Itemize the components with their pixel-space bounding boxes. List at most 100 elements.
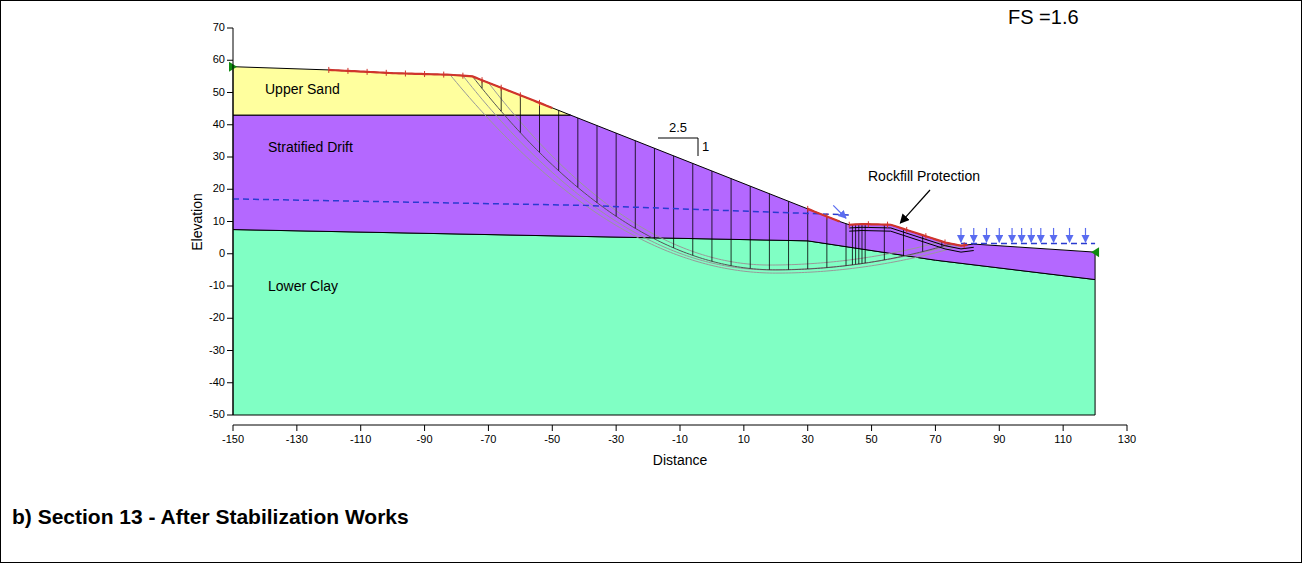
- slice-line: [846, 224, 847, 266]
- axis-tick-label: 30: [213, 150, 225, 163]
- x-tick: [360, 425, 361, 431]
- x-tick: [616, 425, 617, 431]
- rockfill-layer: [849, 231, 974, 253]
- layer-name: Lower Clay: [268, 278, 338, 294]
- axis-tick-label: 20: [213, 182, 225, 195]
- water-pressure-arrow: [999, 228, 1000, 242]
- y-tick: [227, 60, 233, 61]
- slice-line: [635, 141, 636, 229]
- surface-marker: [539, 100, 540, 106]
- y-tick: [227, 382, 233, 383]
- axis-tick-label: 0: [219, 247, 225, 260]
- water-pressure-arrow: [1069, 228, 1070, 242]
- y-tick: [227, 124, 233, 125]
- axis-tick-label: 50: [213, 86, 225, 99]
- surface-marker: [424, 71, 425, 77]
- water-pressure-arrow: [1085, 228, 1086, 242]
- slice-line: [884, 225, 885, 260]
- axis-tick-label: 10: [738, 433, 750, 446]
- slice-line: [750, 186, 751, 268]
- slice-line: [861, 224, 862, 263]
- slice-line: [577, 118, 578, 187]
- layer-name: Upper Sand: [265, 81, 340, 97]
- y-tick: [227, 286, 233, 287]
- slice-line: [673, 156, 674, 248]
- y-tick: [227, 189, 233, 190]
- axis-tick-label: 60: [213, 53, 225, 66]
- figure-caption: b) Section 13 - After Stabilization Work…: [12, 505, 409, 529]
- axis-tick-label: 70: [929, 433, 941, 446]
- axis-tick-label: 130: [1118, 433, 1136, 446]
- surface-marker: [328, 67, 329, 73]
- surface-marker: [443, 72, 444, 78]
- slope-ratio: 1: [702, 140, 709, 155]
- x-tick: [680, 425, 681, 431]
- axis-tick-label: 50: [865, 433, 877, 446]
- slice-line: [616, 133, 617, 216]
- slice-line: [731, 179, 732, 266]
- slope-ratio-symbol: [658, 138, 698, 156]
- surface-load-line: [849, 224, 967, 246]
- axis-tick-label: 40: [213, 118, 225, 131]
- axis-tick-label: 70: [213, 21, 225, 34]
- slice-line: [903, 229, 904, 256]
- slice-line: [865, 224, 866, 263]
- slice-line: [539, 103, 540, 153]
- slice-line: [826, 216, 827, 267]
- slice-line: [596, 126, 597, 203]
- axis-tick-label: 110: [1054, 433, 1072, 446]
- axis-tick-label: -50: [209, 408, 225, 421]
- axis-title: Elevation: [189, 193, 205, 251]
- slice-line: [711, 171, 712, 261]
- surface-marker: [520, 92, 521, 98]
- slice-line: [769, 194, 770, 270]
- x-tick: [743, 425, 744, 431]
- factor-of-safety: FS =1.6: [1008, 6, 1079, 29]
- surface-marker: [501, 85, 502, 91]
- slice-line: [654, 148, 655, 239]
- y-tick: [227, 221, 233, 222]
- y-tick: [227, 28, 233, 29]
- water-pressure-arrow: [986, 228, 987, 242]
- surface-marker: [347, 68, 348, 74]
- boundary-marker: [1091, 247, 1099, 257]
- x-tick: [1127, 425, 1128, 431]
- water-pressure-arrow: [833, 205, 846, 218]
- axis-tick-label: -130: [286, 433, 308, 446]
- leader-arrow: [900, 190, 930, 223]
- axis-tick-label: 30: [802, 433, 814, 446]
- axis-tick-label: -110: [350, 433, 371, 446]
- water-pressure-arrow: [1021, 228, 1022, 242]
- axis-tick-label: -50: [544, 433, 560, 446]
- x-tick: [296, 425, 297, 431]
- slice-line: [520, 95, 521, 132]
- y-tick: [227, 253, 233, 254]
- slice-line: [807, 209, 808, 269]
- axis-tick-label: -30: [608, 433, 624, 446]
- axis-tick-label: -10: [209, 279, 225, 292]
- x-tick: [935, 425, 936, 431]
- surface-marker: [849, 222, 850, 228]
- y-tick: [227, 157, 233, 158]
- water-table: [233, 199, 852, 215]
- water-pressure-arrow: [1040, 228, 1041, 242]
- surface-marker: [964, 242, 965, 248]
- stratified-drift-layer: [233, 115, 1095, 279]
- surface-marker: [925, 233, 926, 239]
- water-pressure-arrow: [973, 228, 974, 242]
- slice-line: [501, 88, 502, 112]
- water-pressure-arrow: [1053, 228, 1054, 242]
- slope-ratio: 2.5: [669, 121, 687, 136]
- slice-line: [788, 201, 789, 269]
- axis-tick-label: 10: [213, 215, 225, 228]
- axis-tick-label: -90: [417, 433, 433, 446]
- x-tick: [233, 425, 234, 431]
- axis-tick-label: -40: [209, 376, 225, 389]
- axis-tick-label: -30: [209, 344, 225, 357]
- layer-name: Stratified Drift: [268, 139, 353, 155]
- x-tick: [871, 425, 872, 431]
- x-tick: [999, 425, 1000, 431]
- axis-tick-label: -70: [480, 433, 496, 446]
